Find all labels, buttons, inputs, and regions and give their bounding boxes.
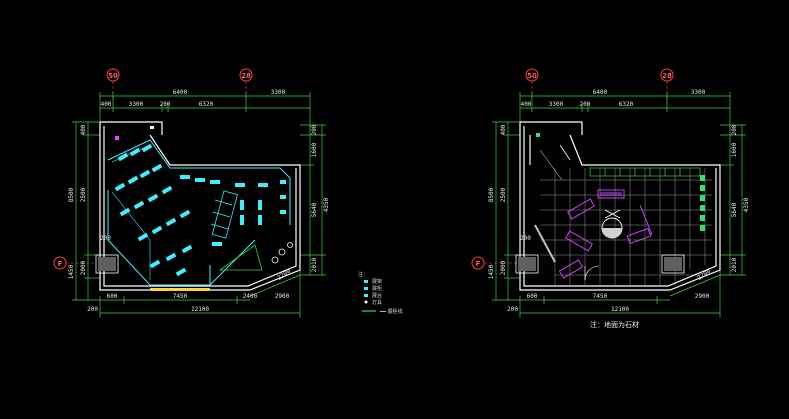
left-display-fixtures [114,143,286,277]
left-dimension-lines [72,121,100,301]
r-dim-right-d3: 5640 [731,202,738,217]
door-swing [584,265,600,281]
left-marker-white [150,126,154,129]
r-bottom-dimension-lines [519,270,721,318]
legend-item-3: 灯具 [372,299,382,306]
floor-material-note: 注：地面为石材 [590,320,639,329]
right-display-shelves [589,167,701,177]
left-marker-magenta [115,136,119,140]
r-dim-right-d1: 200 [731,124,738,135]
r-dim-inner: 200 [520,235,531,242]
r-dim-right-d2: 1600 [731,142,738,157]
dim-top-d4: 6320 [199,101,214,108]
r-dim-top-d3: 200 [580,101,591,108]
r-axis-label-28: 28 [662,72,672,80]
r-counter-left [515,254,539,274]
legend-item-0: 展架 [372,279,382,285]
left-display-rack [210,190,238,239]
r-dim-top-d4: 6320 [619,101,634,108]
r-axis-label-F: F [476,260,481,268]
r-dim-top-total: 6400 [593,89,608,96]
r-dim-left-d3: 2500 [500,187,507,202]
axis-label-28: 28 [241,72,251,80]
r-dim-left-d5: 2000 [500,260,507,275]
r-dim-top-d2: 3300 [549,101,564,108]
left-showcase-walls [107,139,291,286]
r-axis-label-50: 50 [527,72,537,80]
r-dim-left-d1: 400 [500,124,507,135]
r-counter-right [661,254,685,274]
dim-right-d3: 5640 [311,202,318,217]
r-right-dimension-lines [720,124,746,276]
dim-top-right: 3300 [271,89,286,96]
dim-bottom-d1: 600 [107,293,118,300]
dim-bottom-d4: 2900 [275,293,290,300]
dim-bottom-d2: 7450 [173,293,188,300]
r-dim-bottom-d2: 7450 [593,293,608,300]
dim-left-d5: 2000 [80,260,87,275]
dim-right-d1: 200 [311,124,318,135]
legend-line-label: ━━ 展柜线 [379,308,403,315]
dim-top-total: 6400 [173,89,188,96]
left-counter [95,254,119,274]
r-dim-left-d4: 1450 [488,264,495,279]
dim-right-d4: 4350 [323,197,330,212]
left-floor-plan: 50 28 F 6400 3300 400 3300 200 6320 [53,68,330,318]
r-dim-top-right: 3300 [691,89,706,96]
legend-title: 注： [358,271,368,278]
r-dim-top-d1: 400 [521,101,532,108]
dim-bottom-edge: 200 [87,306,98,313]
round-table-half [602,228,622,238]
r-dim-bottom-d1: 600 [527,293,538,300]
legend-item-1: 展柜 [372,285,382,292]
right-dimension-lines [300,124,326,276]
r-dim-bottom-total: 12100 [611,306,629,313]
r-dim-bottom-edge: 200 [507,306,518,313]
dim-right-d5: 2010 [311,257,318,272]
dim-bottom-d3: 2400 [243,293,258,300]
r-top-dimension-lines [519,92,731,130]
top-dimension-lines [99,92,311,130]
r-dim-right-d5: 2010 [731,257,738,272]
legend-item-2: 展台 [372,292,382,299]
dim-right-d2: 1600 [311,142,318,157]
r-dim-left-d2: 8500 [488,187,495,202]
axis-label-F: F [58,260,63,268]
dim-left-d1: 400 [80,124,87,135]
left-counter-fill [98,257,116,271]
left-triangle-area [218,244,263,271]
axis-label-50: 50 [108,72,118,80]
r-left-dimension-lines [492,121,520,301]
dim-top-d3: 200 [160,101,171,108]
r-dim-bottom-d3: 2900 [695,293,710,300]
dim-top-d1: 400 [101,101,112,108]
dim-inner: 200 [100,235,111,242]
r-dim-right-d4: 4350 [743,197,750,212]
left-entrance-mat [150,288,210,291]
right-floor-plan: 50 28 F 6400 3300 400 3300 200 6320 [471,68,750,329]
right-furniture [558,189,653,279]
right-wall-cabinets [536,133,705,231]
dim-left-d3: 2500 [80,187,87,202]
dim-left-d2: 8500 [68,187,75,202]
left-walls [99,121,301,291]
dim-top-d2: 3300 [129,101,144,108]
diagonal-strip [534,224,556,263]
dim-bottom-total: 12100 [191,306,209,313]
bottom-dimension-lines [99,270,301,318]
dim-left-d4: 1450 [68,264,75,279]
legend: 注： 展架 展柜 展台 灯具 ━━ 展柜线 [358,271,403,315]
